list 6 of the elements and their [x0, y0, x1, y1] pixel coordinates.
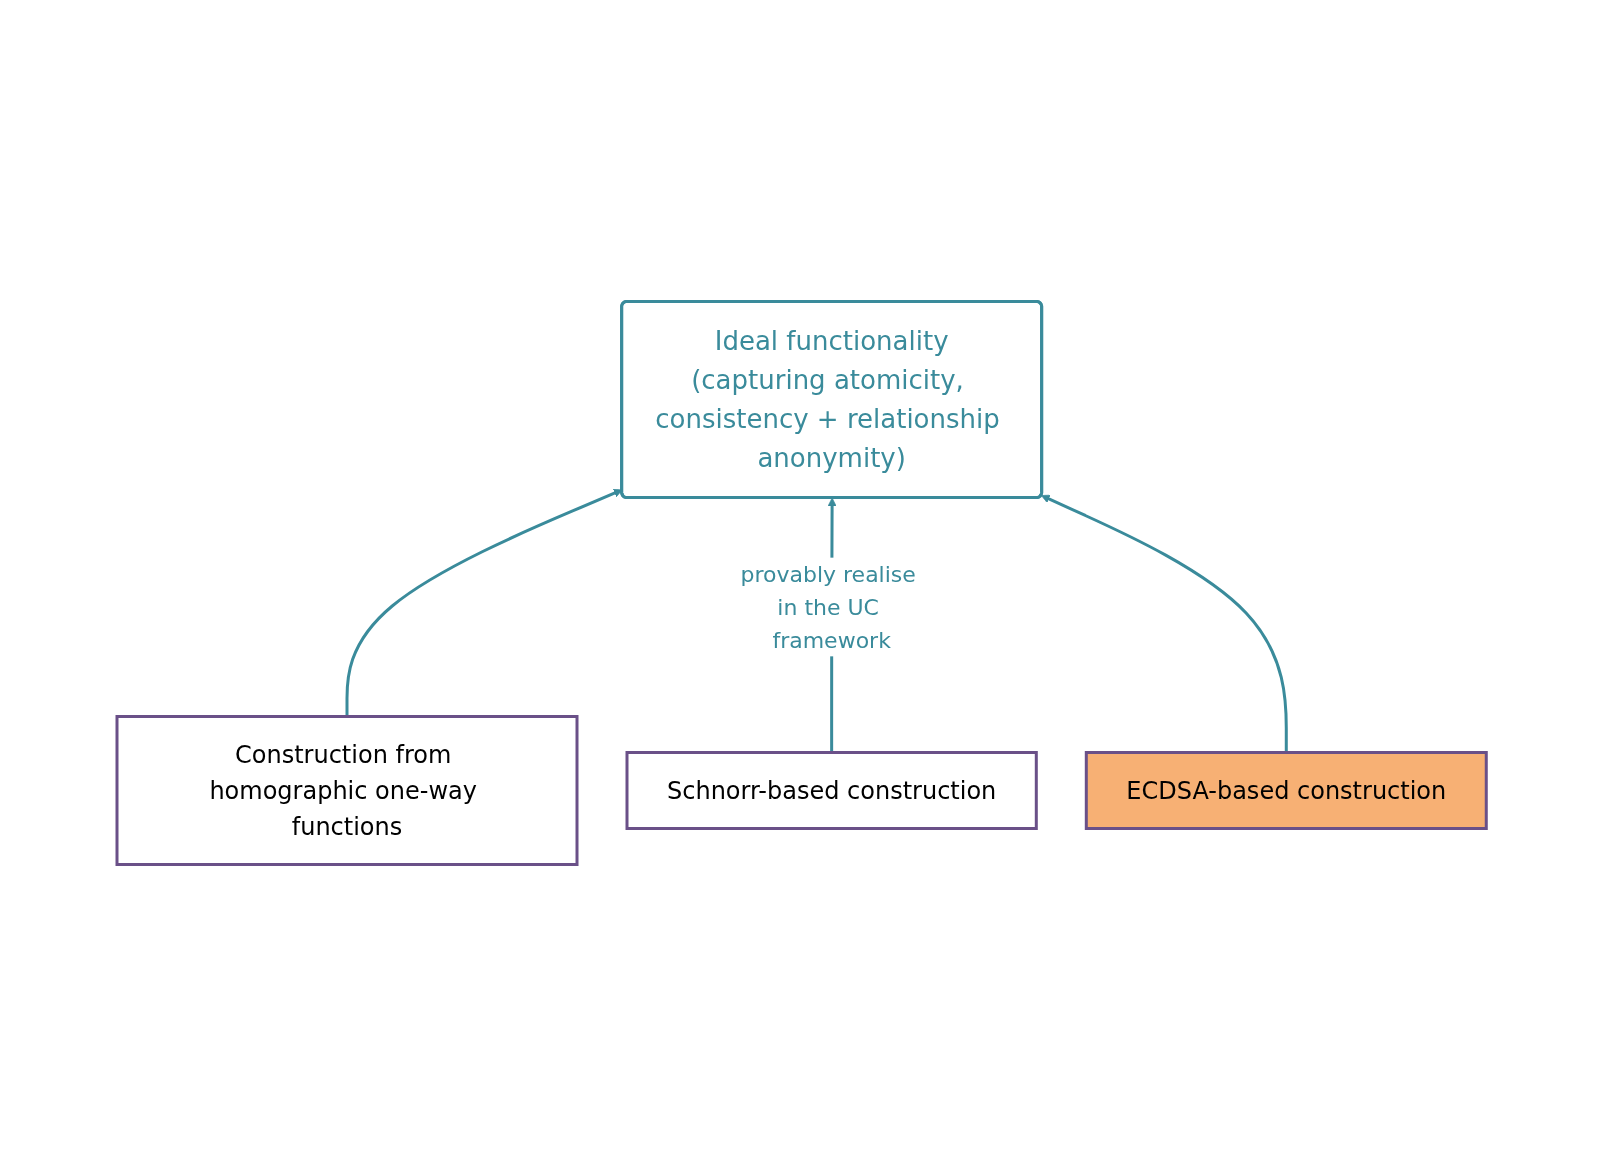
arrow [345, 488, 623, 716]
node-box: ECDSA-based construction [1085, 750, 1489, 830]
node-box: Schnorr-based construction [625, 750, 1039, 830]
edge-label: provably realise in the UC framework [740, 561, 917, 652]
node-box: Construction from homographic one-way functions [115, 714, 579, 866]
arrow [1041, 494, 1289, 752]
